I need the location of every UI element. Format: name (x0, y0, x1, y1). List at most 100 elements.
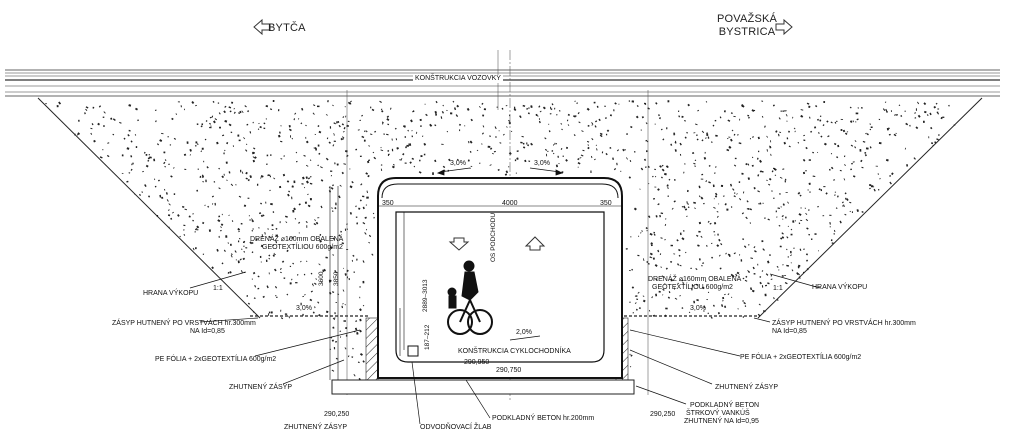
soil-speckle (459, 129, 461, 132)
soil-speckle (761, 100, 764, 102)
soil-speckle (519, 115, 522, 119)
soil-speckle (355, 205, 357, 208)
soil-speckle (800, 219, 803, 222)
soil-speckle (659, 214, 661, 218)
soil-speckle (732, 188, 735, 191)
soil-speckle (866, 133, 869, 136)
soil-speckle (450, 112, 453, 115)
soil-speckle (708, 164, 711, 167)
soil-speckle (646, 229, 648, 232)
soil-speckle (761, 240, 764, 243)
soil-speckle (681, 237, 685, 241)
soil-speckle (799, 194, 802, 197)
soil-speckle (332, 184, 334, 187)
soil-speckle (487, 145, 491, 148)
soil-speckle (262, 214, 265, 217)
soil-speckle (809, 116, 811, 119)
soil-speckle (315, 221, 319, 225)
soil-speckle (520, 141, 523, 144)
soil-speckle (307, 204, 311, 208)
soil-speckle (130, 140, 133, 143)
soil-speckle (864, 152, 867, 154)
soil-speckle (727, 138, 729, 140)
soil-speckle (345, 115, 347, 118)
soil-speckle (790, 250, 792, 254)
soil-speckle (183, 229, 185, 231)
soil-speckle (302, 295, 305, 298)
soil-speckle (730, 112, 733, 115)
soil-speckle (289, 282, 292, 285)
soil-speckle (78, 119, 80, 122)
soil-speckle (374, 130, 377, 133)
soil-speckle (45, 103, 47, 105)
soil-speckle (467, 159, 470, 162)
soil-speckle (691, 287, 693, 291)
soil-speckle (432, 172, 434, 175)
soil-speckle (775, 210, 777, 213)
soil-speckle (292, 209, 295, 213)
soil-speckle (312, 112, 315, 115)
soil-speckle (164, 165, 166, 168)
soil-speckle (679, 264, 682, 267)
soil-speckle (576, 102, 578, 105)
soil-speckle (386, 118, 390, 121)
soil-speckle (830, 239, 833, 242)
soil-speckle (562, 155, 564, 157)
soil-speckle (631, 286, 635, 289)
soil-speckle (245, 149, 248, 152)
soil-speckle (633, 151, 636, 153)
soil-speckle (458, 123, 462, 126)
soil-speckle (364, 216, 367, 219)
soil-speckle (703, 310, 705, 312)
soil-speckle (216, 141, 219, 145)
soil-speckle (99, 156, 103, 159)
soil-speckle (268, 272, 270, 275)
soil-speckle (327, 100, 329, 103)
soil-speckle (247, 110, 250, 113)
soil-speckle (622, 148, 625, 152)
soil-speckle (772, 104, 775, 107)
soil-speckle (767, 218, 770, 221)
soil-speckle (446, 130, 449, 133)
soil-speckle (664, 283, 666, 285)
soil-speckle (810, 238, 813, 241)
soil-speckle (914, 117, 917, 119)
soil-speckle (288, 125, 291, 128)
soil-speckle (506, 126, 508, 128)
soil-speckle (678, 115, 681, 118)
soil-speckle (820, 135, 823, 138)
soil-speckle (779, 176, 783, 179)
soil-speckle (237, 260, 240, 264)
soil-speckle (345, 334, 348, 337)
soil-speckle (664, 223, 667, 226)
soil-speckle (788, 145, 791, 148)
soil-speckle (591, 124, 594, 126)
soil-speckle (387, 149, 390, 152)
soil-speckle (319, 233, 322, 236)
soil-speckle (705, 180, 708, 183)
soil-speckle (708, 181, 711, 184)
soil-speckle (189, 154, 191, 156)
soil-speckle (154, 185, 157, 188)
soil-speckle (341, 123, 344, 126)
soil-speckle (834, 121, 837, 124)
soil-speckle (265, 105, 269, 108)
soil-speckle (402, 153, 405, 156)
soil-speckle (154, 109, 157, 111)
soil-speckle (128, 104, 132, 107)
soil-speckle (567, 113, 571, 117)
soil-speckle (695, 268, 698, 271)
soil-speckle (112, 118, 116, 121)
soil-speckle (277, 134, 281, 138)
soil-speckle (527, 112, 530, 115)
soil-speckle (211, 203, 214, 205)
soil-speckle (728, 136, 731, 138)
soil-speckle (707, 136, 710, 139)
soil-speckle (759, 159, 762, 163)
soil-speckle (648, 309, 651, 312)
soil-speckle (560, 123, 563, 125)
soil-speckle (253, 147, 256, 150)
soil-speckle (155, 120, 157, 123)
soil-speckle (218, 215, 221, 218)
soil-speckle (888, 127, 890, 130)
